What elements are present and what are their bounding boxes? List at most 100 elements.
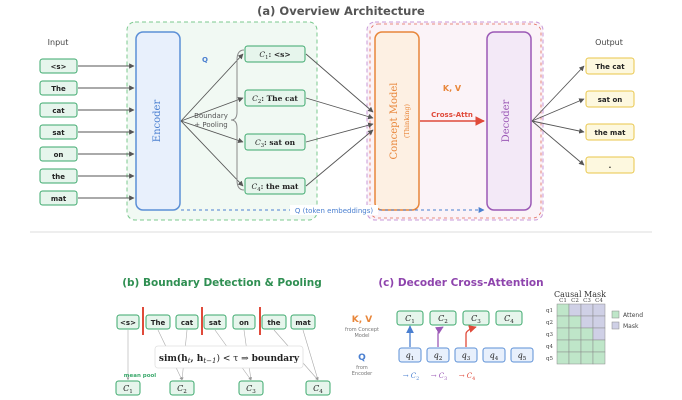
input-token-box — [39, 102, 78, 118]
output-arrow — [531, 120, 585, 166]
kv-concept-text: C1 — [405, 314, 415, 325]
cross-attn-arrows — [406, 325, 477, 347]
concept-box — [244, 45, 306, 63]
kv-concept-text: C3 — [471, 314, 481, 325]
concept-text: C2: The cat — [252, 94, 298, 105]
query-text: q5 — [518, 351, 527, 362]
input-token-box — [39, 168, 78, 184]
encoder-label: Encoder — [152, 100, 163, 143]
cross-attn-label: Cross-Attn — [431, 111, 473, 119]
kv-source-label: K, V — [352, 315, 373, 325]
mask-cell-masked — [592, 303, 606, 317]
concept-model-label: Concept Model — [389, 82, 400, 159]
kv-concept-box — [429, 310, 457, 326]
kv-concept-box — [495, 310, 523, 326]
mask-cell-attend — [556, 327, 570, 341]
legend-mask-swatch — [611, 321, 620, 330]
boundary-brace — [230, 49, 245, 191]
mask-cell-masked — [580, 303, 594, 317]
decoder-label: Decoder — [501, 99, 512, 142]
token-embeddings-bg — [290, 205, 378, 215]
similarity-formula: sim(ht, ht−1) < τ ⇒boundary — [159, 353, 300, 365]
query-text: q4 — [490, 351, 499, 362]
input-token-box — [39, 124, 78, 140]
concept-box — [244, 133, 306, 151]
token-embeddings-label: Q (token embeddings) — [295, 207, 373, 215]
panel-c: (c) Decoder Cross-Attention K, V from Co… — [345, 277, 643, 382]
mask-cell-attend — [580, 339, 594, 353]
query-text: q3 — [462, 351, 471, 362]
arrow-target-label: → C2 — [403, 372, 420, 382]
concept-text: C4: the mat — [251, 182, 299, 193]
concept-to-model-arrow — [305, 53, 374, 113]
formula-mid: ) < τ ⇒ — [216, 353, 249, 364]
concept-box — [244, 177, 306, 195]
formula-lhs: sim(h — [159, 353, 188, 364]
boundary-token-box — [232, 314, 256, 330]
encoder-block — [135, 31, 181, 211]
kv-concept-box — [396, 310, 424, 326]
encoder-to-concept-arrow — [180, 53, 244, 122]
q2-to-c2-arrow — [434, 326, 444, 347]
pooled-concept-box — [115, 380, 141, 396]
mask-cell-attend — [580, 327, 594, 341]
mask-cell-attend — [568, 315, 582, 329]
query-text: q2 — [434, 351, 443, 362]
mask-col-label: C2 — [571, 298, 579, 304]
legend-mask-label: Mask — [623, 323, 639, 330]
pooled-concept-text: C1 — [123, 384, 133, 395]
kv-concept-text: C2 — [438, 314, 448, 325]
concept-region — [369, 23, 542, 219]
mask-cell-attend — [556, 351, 570, 365]
boundary-token-box — [116, 314, 140, 330]
output-token-box — [585, 123, 635, 141]
boundary-token-box — [145, 314, 171, 330]
output-token-box — [585, 90, 635, 108]
mask-cell-attend — [556, 303, 570, 317]
causal-mask-title: Causal Mask — [554, 290, 606, 299]
mask-cell-attend — [556, 315, 570, 329]
formula-rhs: boundary — [252, 354, 300, 364]
mask-cell-attend — [568, 327, 582, 341]
input-token-text: on — [54, 151, 64, 159]
boundary-token-box — [290, 314, 316, 330]
concept-to-model-arrow — [305, 122, 374, 143]
pooled-concept-text: C2 — [177, 384, 187, 395]
legend-attend-label: Attend — [623, 312, 643, 319]
panel-a-title: (a) Overview Architecture — [257, 4, 425, 18]
mask-cell-attend — [568, 351, 582, 365]
mask-col-label: C4 — [595, 298, 603, 304]
pooled-concept-box — [238, 380, 264, 396]
legend-attend-swatch — [611, 310, 620, 319]
boundary-token-text: on — [239, 319, 249, 327]
concept-model-sub: (Thinking) — [403, 103, 411, 138]
boundary-token-box — [261, 314, 287, 330]
boundary-token-text: sat — [209, 319, 222, 327]
panel-a: (a) Overview Architecture Input Output <… — [39, 4, 635, 221]
input-token-text: the — [52, 173, 65, 181]
mask-cell-masked — [592, 315, 606, 329]
query-box — [454, 347, 478, 363]
pooled-concept-text: C4 — [313, 384, 323, 395]
mask-cell-attend — [592, 339, 606, 353]
input-token-box — [39, 80, 78, 96]
boundary-token-text: cat — [181, 319, 194, 327]
input-token-text: The — [51, 85, 66, 93]
formula-box — [154, 345, 304, 369]
boundary-label-1: Boundary — [194, 112, 228, 120]
input-token-text: <s> — [51, 63, 67, 71]
boundary-token-box — [175, 314, 199, 330]
arrow-target-label: → C4 — [459, 372, 476, 382]
kv-concept-text: C4 — [504, 314, 514, 325]
output-token-text: . — [609, 162, 612, 170]
q-source-label: Q — [358, 353, 366, 363]
pooled-concept-box — [305, 380, 331, 396]
concept-text: C1: <s> — [259, 50, 290, 61]
kv-label: K, V — [443, 84, 462, 93]
